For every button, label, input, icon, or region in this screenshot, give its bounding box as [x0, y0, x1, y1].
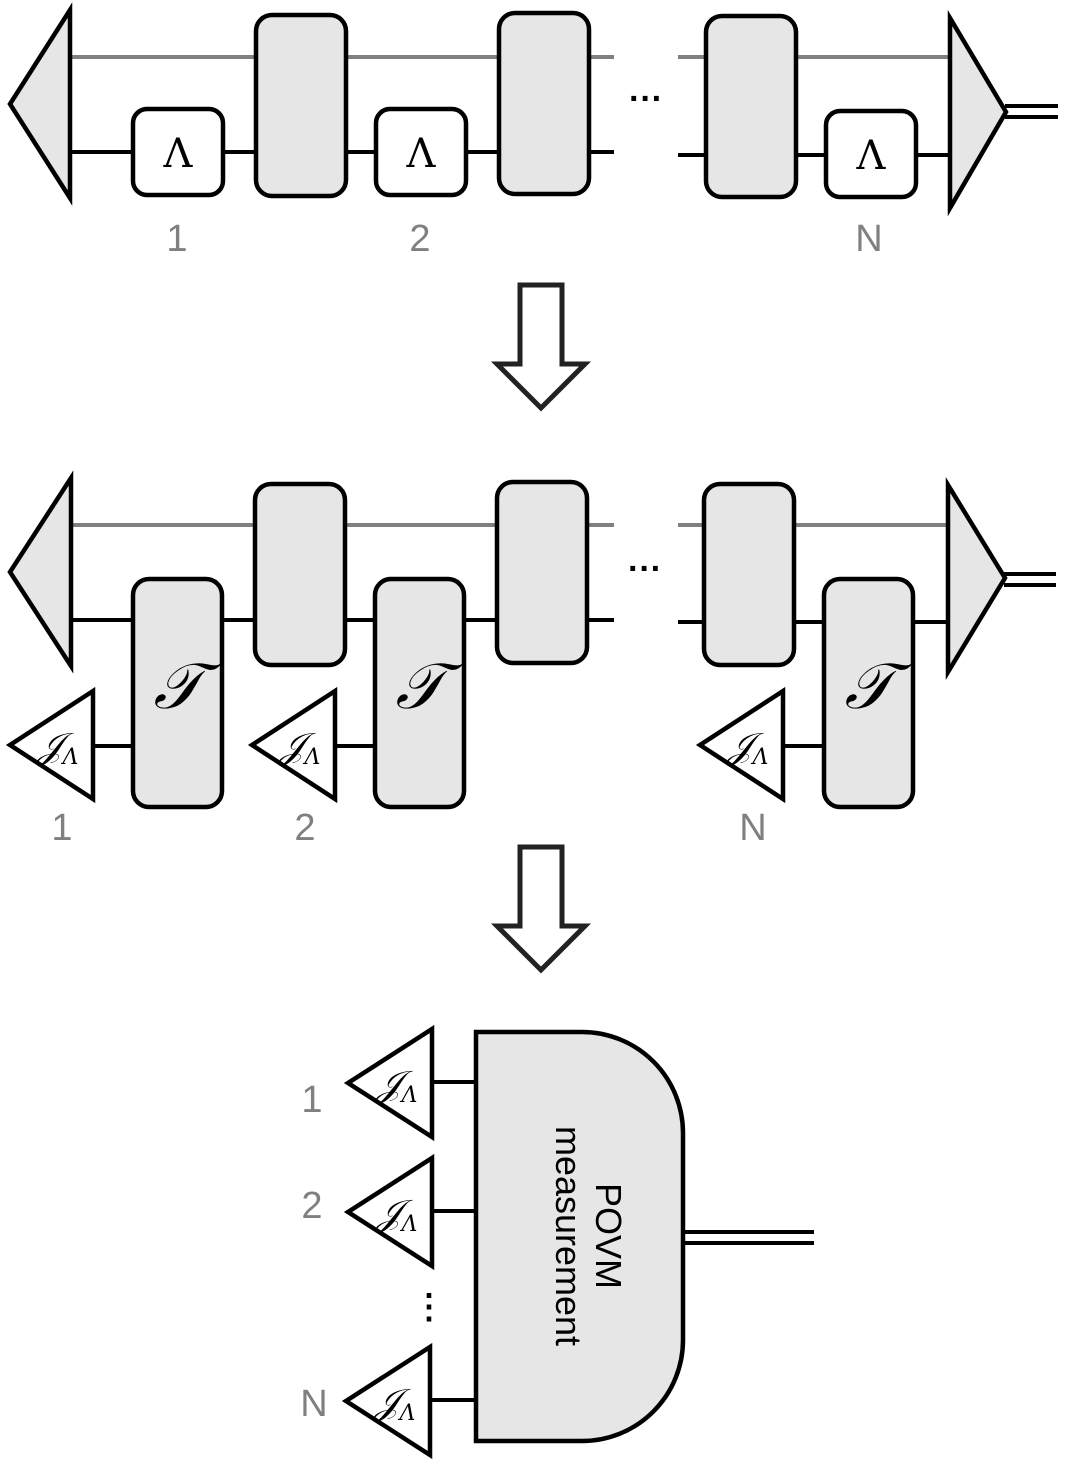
control-unitary-2 [496, 10, 592, 197]
index-label-2: 2 [301, 1185, 322, 1227]
povm-measurement-box [473, 1029, 686, 1444]
input-state [7, 2, 73, 206]
choi-subscript: Λ [397, 1401, 415, 1426]
povm-label: POVM measurement [548, 1126, 629, 1346]
index-label-n: N [300, 1383, 327, 1425]
measurement [945, 477, 1008, 681]
input-state [7, 470, 74, 674]
control-unitary-1 [253, 12, 349, 199]
index-label-1: 1 [51, 807, 72, 849]
control-unitary-2 [494, 479, 590, 666]
choi-state-2 [247, 686, 338, 804]
channel-box-2 [373, 106, 469, 198]
index-label-1: 1 [166, 218, 187, 260]
down-arrow-1 [490, 282, 592, 412]
control-unitary-1 [252, 481, 348, 668]
povm-label-line2: measurement [548, 1126, 589, 1346]
down-arrow-2 [490, 844, 592, 974]
index-label-2: 2 [294, 807, 315, 849]
ellipsis-middle: ··· [628, 550, 662, 588]
control-unitary-n [701, 481, 797, 668]
index-label-1: 1 [301, 1079, 322, 1121]
tensor-box-1 [130, 576, 225, 810]
channel-label-n: Λ [856, 133, 887, 179]
choi-state-n [341, 1342, 433, 1460]
index-label-2: 2 [409, 218, 430, 260]
tensor-box-n [821, 576, 916, 810]
choi-state-n [695, 686, 786, 804]
panel-middle: 𝒯 𝒯 𝒯 𝒥Λ 𝒥Λ 𝒥Λ ··· 1 2 N [5, 470, 1056, 849]
channel-label-2: Λ [406, 131, 437, 177]
control-unitary-n [703, 13, 799, 200]
choi-state-2 [343, 1153, 435, 1271]
channel-box-n [823, 108, 919, 200]
channel-box-1 [130, 106, 226, 198]
measurement [947, 9, 1009, 217]
ellipsis-vertical: ⋮ [412, 1288, 446, 1326]
choi-subscript: Λ [60, 745, 78, 770]
ellipsis-top: ··· [629, 80, 663, 118]
choi-state-1 [343, 1024, 435, 1142]
index-label-n: N [855, 218, 882, 260]
channel-label-1: Λ [163, 131, 194, 177]
panel-bottom: POVM measurement 𝒥Λ 𝒥Λ 𝒥Λ ⋮ 1 2 N [300, 1024, 814, 1460]
choi-subscript: Λ [302, 745, 320, 770]
choi-subscript: Λ [399, 1212, 417, 1237]
povm-label-line1: POVM [588, 1183, 629, 1289]
tensor-box-2 [372, 576, 467, 810]
panel-top: Λ Λ Λ ··· 1 2 N [7, 2, 1058, 260]
choi-subscript: Λ [399, 1083, 417, 1108]
choi-subscript: Λ [750, 745, 768, 770]
choi-state-1 [5, 686, 96, 804]
index-label-n: N [739, 807, 766, 849]
